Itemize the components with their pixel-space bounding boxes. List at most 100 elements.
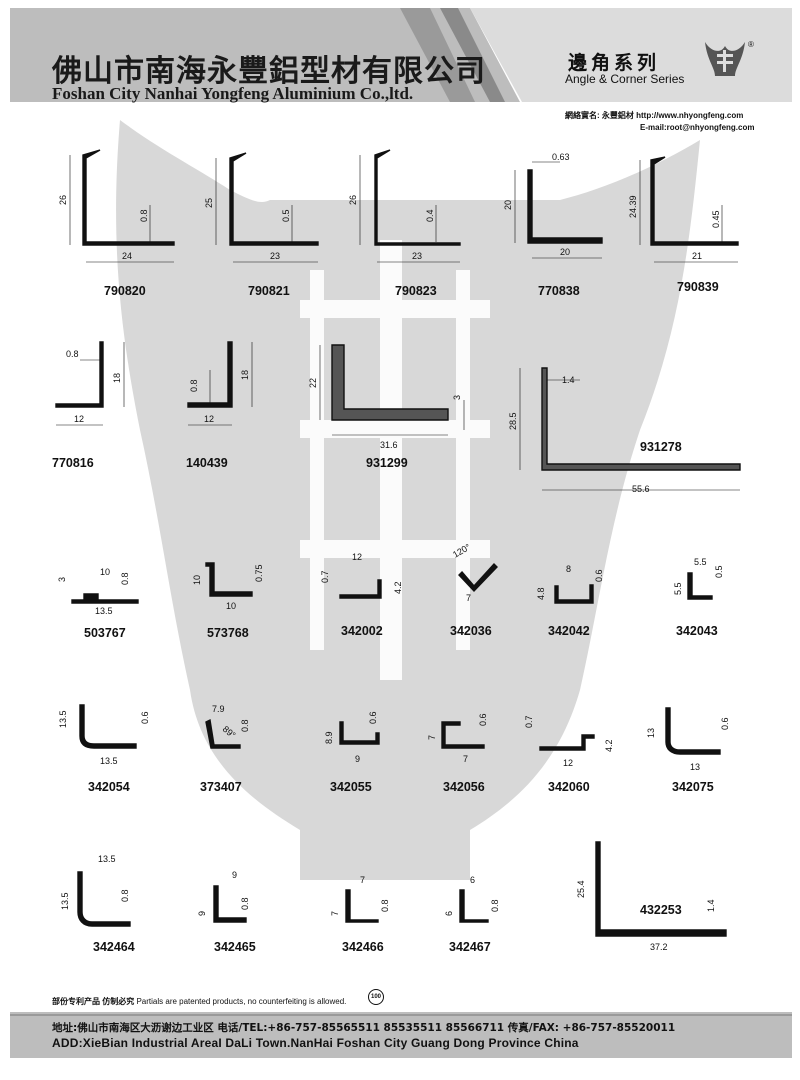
dim-770838-thickness: 0.63 [552, 152, 570, 162]
dim-342002-a: 12 [352, 552, 362, 562]
dim-790839-thickness: 0.45 [711, 210, 721, 228]
dim-931299-width: 31.6 [380, 440, 398, 450]
product-code: 342075 [672, 780, 714, 794]
profile-503767-shape [71, 593, 139, 604]
patent-notice: 部份专利产品 仿制必究 Partials are patented produc… [52, 996, 346, 1007]
dim-503767-c: 0.8 [120, 572, 130, 585]
dim-503767-a: 3 [57, 577, 67, 582]
product-code: 432253 [640, 903, 682, 917]
dim-342055-b: 0.6 [368, 711, 378, 724]
dim-770816-width: 12 [74, 414, 84, 424]
dim-342464-c: 0.8 [120, 889, 130, 902]
profile-373407-shape [205, 718, 241, 749]
dim-931278-height: 28.5 [508, 412, 518, 430]
profile-342042-shape [554, 584, 594, 604]
product-code: 140439 [186, 456, 228, 470]
dim-790820-height: 26 [58, 195, 68, 205]
dim-790823-width: 23 [412, 251, 422, 261]
product-code: 790839 [677, 280, 719, 294]
profile-342465-shape [213, 885, 247, 923]
dim-931299-thickness: 3 [452, 395, 462, 400]
profile-342036-shape [458, 562, 498, 593]
dim-931278-thickness: 1.4 [562, 375, 575, 385]
watermark-glyph-icon [300, 240, 490, 680]
registered-mark: ® [748, 40, 754, 49]
dim-342466-b: 7 [360, 875, 365, 885]
profile-770838-shape [527, 169, 603, 244]
dim-342002-b: 0.7 [320, 570, 330, 583]
dim-790823-height: 26 [348, 195, 358, 205]
patent-notice-en: Partials are patented products, no count… [136, 997, 347, 1006]
profile-770816-shape [55, 341, 104, 408]
dim-342043-a: 5.5 [694, 557, 707, 567]
profile-342002-shape [339, 579, 382, 599]
dim-342075-b: 0.6 [720, 717, 730, 730]
dim-140439-width: 12 [204, 414, 214, 424]
dim-342464-b: 13.5 [98, 854, 116, 864]
product-code: 373407 [200, 780, 242, 794]
dim-373407-c: 0.8 [240, 719, 250, 732]
dim-342467-b: 6 [470, 875, 475, 885]
dim-432253-a: 25.4 [576, 880, 586, 898]
header-band-right [470, 8, 792, 102]
patent-notice-cn: 部份专利产品 仿制必究 [52, 997, 135, 1006]
dimension-labels: 26 0.8 24 25 0.5 23 26 0.4 23 0.63 20 20… [57, 152, 730, 952]
product-code: 342036 [450, 624, 492, 638]
dim-770816-thickness: 0.8 [66, 349, 79, 359]
dim-342467-c: 0.8 [490, 899, 500, 912]
company-name-en: Foshan City Nanhai Yongfeng Aluminium Co… [52, 84, 414, 103]
dim-573768-c: 10 [226, 601, 236, 611]
dim-342060-b: 4.2 [604, 739, 614, 752]
product-code: 931278 [640, 440, 682, 454]
product-code: 790820 [104, 284, 146, 298]
address-en: ADD:XieBian Industrial AreaI DaLi Town.N… [52, 1036, 579, 1050]
website-link[interactable]: 網絡實名: 永豐鋁材 http://www.nhyongfeng.com [565, 111, 744, 120]
product-code: 342043 [676, 624, 718, 638]
product-code: 770816 [52, 456, 94, 470]
dim-931278-width: 55.6 [632, 484, 650, 494]
product-code: 342465 [214, 940, 256, 954]
profile-342054-shape [79, 704, 137, 749]
dim-790821-thickness: 0.5 [281, 209, 291, 222]
dim-342075-a: 13 [646, 728, 656, 738]
dim-342042-a: 8 [566, 564, 571, 574]
profile-342056-shape [441, 721, 485, 749]
dim-342056-a: 7 [427, 735, 437, 740]
product-code: 770838 [538, 284, 580, 298]
dim-140439-thickness: 0.8 [189, 379, 199, 392]
profile-342055-shape [339, 721, 380, 745]
product-code: 342467 [449, 940, 491, 954]
dim-342042-c: 0.6 [594, 569, 604, 582]
dim-342075-c: 13 [690, 762, 700, 772]
dim-342043-c: 0.5 [714, 565, 724, 578]
dim-342467-a: 6 [444, 911, 454, 916]
dim-342054-c: 13.5 [100, 756, 118, 766]
product-code: 790823 [395, 284, 437, 298]
company-name-cn: 佛山市南海永豐鋁型材有限公司 [52, 54, 486, 89]
dim-342464-a: 13.5 [60, 892, 70, 910]
dim-342036-b: 7 [466, 593, 471, 603]
product-code: 573768 [207, 626, 249, 640]
profile-342464-shape [77, 871, 131, 927]
profile-931278-shape [541, 367, 741, 471]
dim-790820-thickness: 0.8 [139, 209, 149, 222]
dim-432253-c: 37.2 [650, 942, 668, 952]
dim-140439-height: 18 [240, 370, 250, 380]
header-band-left [10, 8, 520, 102]
profile-342060-shape [539, 734, 595, 751]
dim-790823-thickness: 0.4 [425, 209, 435, 222]
watermark-vase-icon [116, 120, 700, 880]
profile-790823-shape [374, 149, 461, 246]
profile-790820-shape [82, 149, 175, 246]
product-code: 790821 [248, 284, 290, 298]
dim-770816-height: 18 [112, 373, 122, 383]
profile-shapes [55, 149, 741, 937]
profile-790821-shape [229, 152, 319, 246]
product-code: 342002 [341, 624, 383, 638]
dim-342060-c: 12 [563, 758, 573, 768]
dim-790839-height: 24.39 [628, 195, 638, 218]
email-link[interactable]: E-mail:root@nhyongfeng.com [640, 123, 755, 132]
profile-342466-shape [345, 889, 379, 923]
